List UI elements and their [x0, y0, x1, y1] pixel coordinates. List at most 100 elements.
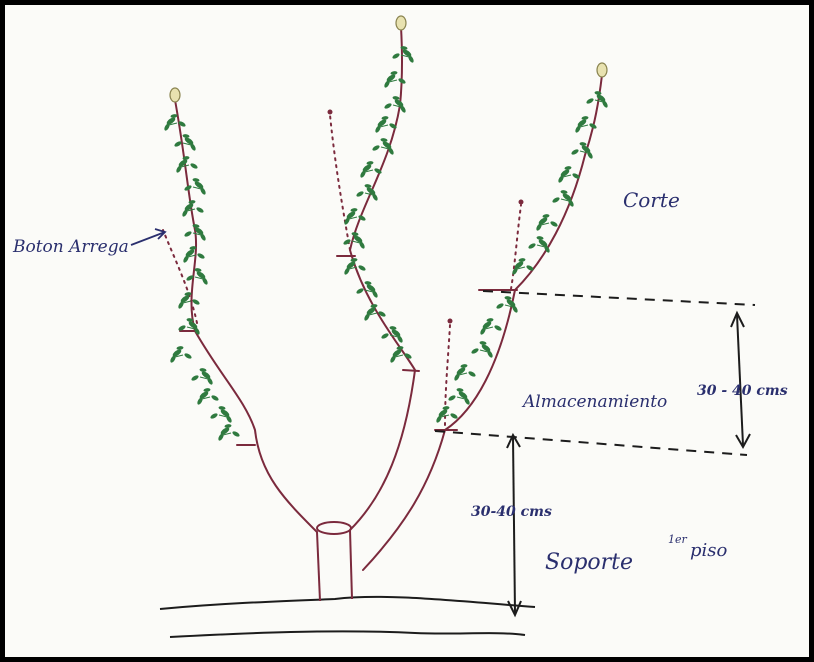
leaf-blade [494, 324, 503, 331]
leaf-blade [197, 252, 206, 259]
leaf-blade [381, 116, 389, 121]
leaf-blade [384, 102, 393, 109]
leaf-blade [390, 71, 398, 76]
leaf-blade [536, 236, 544, 241]
leaf-icon [384, 96, 407, 114]
buds [170, 16, 607, 102]
leaf-blade [456, 388, 464, 393]
leaf-blade [196, 206, 205, 213]
leaf-icon [435, 406, 458, 424]
leaf-blade [366, 161, 374, 166]
flower-bud-icon [170, 88, 180, 102]
leaf-icon [182, 246, 205, 264]
leaf-blade [190, 162, 199, 169]
leaf-blade [528, 242, 537, 249]
leaf-blade [191, 374, 200, 381]
upper-dashed-line [483, 291, 755, 305]
leaf-blade [351, 232, 359, 237]
leaf-blade [504, 296, 512, 301]
leaf-blade [392, 52, 401, 59]
leaf-blade [364, 184, 372, 189]
leaf-blade [358, 264, 367, 271]
bud-label-arrow [131, 229, 165, 245]
leaf-icon [217, 424, 240, 442]
leaf-icon [163, 114, 186, 132]
leaf-blade [199, 368, 207, 373]
leaf-blade [550, 220, 559, 227]
leaf-blade [364, 281, 372, 286]
leaf-icon [448, 388, 471, 406]
storage-label: Almacenamiento [521, 392, 667, 412]
leaf-blade [203, 388, 211, 393]
leaf-blade [192, 298, 201, 305]
upper-dim-line [737, 315, 743, 445]
leaf-icon [496, 296, 519, 314]
leaf-blade [350, 258, 358, 263]
leaf-blade [392, 96, 400, 101]
leaf-blade [389, 326, 397, 331]
tier-label: piso [690, 540, 728, 561]
leaf-blade [194, 268, 202, 273]
leaf-icon [392, 46, 415, 64]
leaf-blade [370, 304, 378, 309]
leaf-blade [552, 196, 561, 203]
leaf-blade [182, 134, 190, 139]
leaf-icon [196, 388, 219, 406]
middle-dashed-line [435, 431, 747, 455]
leaf-blade [192, 178, 200, 183]
pruned-extensions [163, 115, 521, 425]
leaf-blade [356, 287, 365, 294]
leaf-icon [191, 368, 214, 386]
upper-measure-label: 30 - 40 cms [697, 383, 788, 399]
bud-label: Boton Arrega [12, 237, 129, 257]
leaf-blade [232, 430, 241, 437]
leaf-blade [450, 412, 459, 419]
leaf-blade [176, 346, 184, 351]
leaf-blade [381, 332, 390, 339]
leaf-icon [471, 341, 494, 359]
cut-label: Corte [623, 188, 680, 212]
support-label: Soporte [545, 550, 633, 575]
pruning-diagram: Boton Arrega Corte Almacenamiento 30 - 4… [5, 5, 809, 657]
leaf-icon [535, 214, 558, 232]
leaf-blade [224, 424, 232, 429]
leaf-blade [210, 412, 219, 419]
leaf-blade [542, 214, 550, 219]
leaf-blade [218, 406, 226, 411]
leaf-blade [571, 148, 580, 155]
lower-measure-label: 30-40 cms [471, 504, 552, 520]
leaf-blade [468, 370, 477, 377]
trunk [317, 522, 352, 601]
leaf-icon [528, 236, 551, 254]
leaf-icon [479, 318, 502, 336]
cut-stub-center-lower [403, 370, 419, 371]
leaves [163, 46, 608, 442]
tier-superscript: 1er [668, 533, 688, 546]
leaf-blade [350, 208, 358, 213]
leaf-blade [448, 394, 457, 401]
leaf-blade [380, 138, 388, 143]
leaf-icon [178, 318, 201, 336]
leaf-icon [177, 292, 200, 310]
leaf-blade [356, 190, 365, 197]
leaf-icon [186, 268, 209, 286]
leaf-icon [453, 364, 476, 382]
leaf-blade [581, 116, 589, 121]
leaf-blade [184, 230, 193, 237]
leaf-icon [210, 406, 233, 424]
right-branch [363, 75, 602, 570]
leaf-icon [363, 304, 386, 322]
leaf-blade [460, 364, 468, 369]
leaf-icon [383, 71, 406, 89]
leaf-icon [169, 346, 192, 364]
flower-bud-icon [396, 16, 406, 30]
leaf-blade [518, 258, 526, 263]
leaf-blade [343, 238, 352, 245]
leaf-blade [471, 347, 480, 354]
leaf-blade [184, 352, 193, 359]
leaf-blade [560, 190, 568, 195]
center-branch [350, 27, 415, 530]
leaf-icon [571, 142, 594, 160]
leaf-blade [486, 318, 494, 323]
